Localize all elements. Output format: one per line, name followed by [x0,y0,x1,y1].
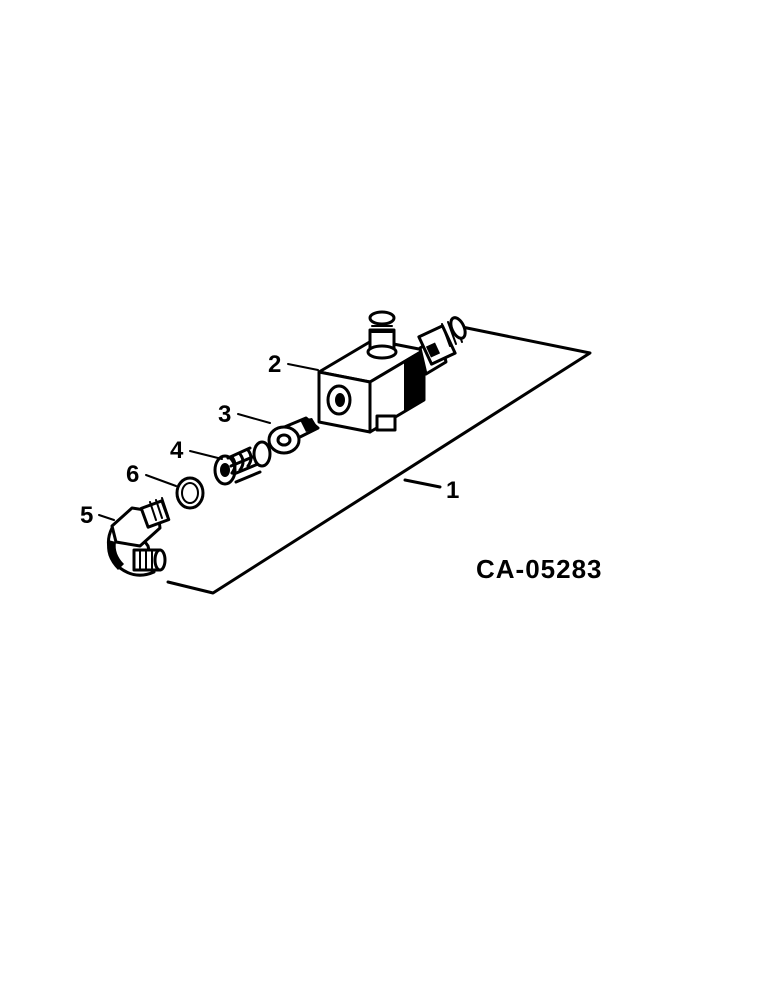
elbow-fitting-part [106,497,171,577]
callout-4: 4 [170,437,184,464]
assembly-bracket [166,325,592,595]
callout-6: 6 [126,461,139,488]
callout-1: 1 [446,477,459,504]
callout-5: 5 [80,502,93,529]
callout-leaders [98,363,319,521]
drawing-code: CA-05283 [476,554,603,584]
o-ring-part [175,476,205,510]
callout-3: 3 [218,401,231,428]
callout-2: 2 [268,351,281,378]
seat-part [267,416,320,455]
valve-body-part [317,310,467,434]
spring-part [213,440,272,486]
